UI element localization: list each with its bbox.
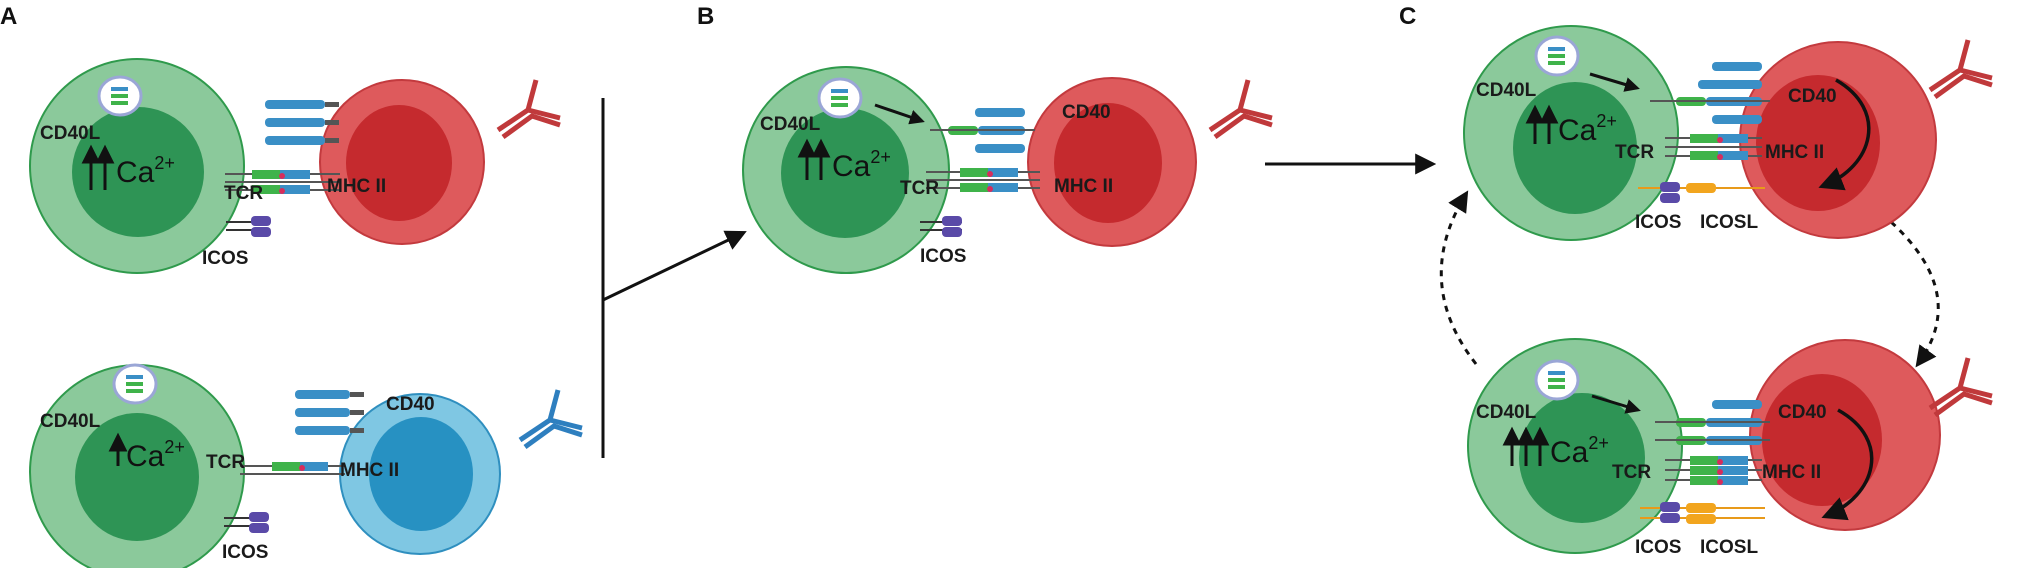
cd40l-label: CD40L: [40, 411, 101, 432]
dashed-cycle-arrow-left: [1439, 190, 1478, 365]
antibody-red-icon: [1208, 79, 1273, 140]
icos-label: ICOS: [1635, 537, 1681, 558]
panel-c-top-interaction: CD40L CD40 TCR MHC II ICOS ICOSL Ca2+: [1463, 25, 1993, 241]
cd40-label: CD40: [1788, 86, 1837, 107]
cd40l-vesicle-icon: [1534, 359, 1580, 401]
arrow-a-to-b: [602, 230, 747, 302]
panel-label-b: B: [697, 3, 714, 30]
b-cell-nucleus: [1762, 374, 1882, 506]
cd40l-label: CD40L: [1476, 80, 1537, 101]
mhc-label: MHC II: [327, 176, 386, 197]
cd40l-label: CD40L: [1476, 402, 1537, 423]
panel-label-c: C: [1399, 3, 1416, 30]
tcr-label: TCR: [206, 452, 245, 473]
b-cell-nucleus: [1756, 75, 1880, 211]
tcr-mhc-complex: [1665, 456, 1762, 485]
panel-a-bottom-interaction: CD40L TCR ICOS MHC II CD40 Ca2+: [29, 363, 583, 568]
cd40l-vesicle-icon: [1534, 35, 1580, 77]
mhc-label: MHC II: [1762, 462, 1821, 483]
t-cell-nucleus: [781, 108, 909, 238]
cd40-label: CD40: [386, 394, 435, 415]
cd40l-label: CD40L: [760, 114, 821, 135]
calcium-up-arrows-icon: [81, 144, 115, 190]
icosl-label: ICOSL: [1700, 212, 1758, 233]
tcr-mhc-complex: [225, 170, 340, 194]
calcium-up-arrows-icon: [1502, 426, 1550, 466]
cd40l-cd40-complex: [930, 108, 1035, 153]
b-cell-nucleus: [1054, 103, 1162, 223]
cd40l-receptors: [265, 100, 339, 145]
cd40-signal-curved-arrow: [1821, 408, 1874, 521]
mhc-label: MHC II: [340, 460, 399, 481]
calcium-label: Ca2+: [832, 147, 891, 183]
vesicle-transport-arrow: [874, 103, 925, 125]
cd40l-cd40-complex: [1650, 62, 1770, 124]
tcr-mhc-complex: [926, 168, 1040, 192]
mhc-label: MHC II: [1765, 142, 1824, 163]
icos-label: ICOS: [202, 248, 248, 269]
icos-icosl-complex: [1640, 502, 1765, 524]
calcium-up-arrows-icon: [797, 138, 831, 180]
icos-label: ICOS: [1635, 212, 1681, 233]
tcr-mhc-complex: [240, 462, 345, 475]
cd40l-vesicle-icon: [112, 363, 158, 405]
calcium-up-arrows-icon: [1525, 104, 1559, 144]
tcr-label: TCR: [224, 183, 263, 204]
icos-receptor: [226, 216, 271, 237]
vesicle-transport-arrow: [1589, 72, 1640, 92]
icos-icosl-complex: [1638, 182, 1765, 203]
antibody-red-icon: [1928, 357, 1993, 418]
tcr-label: TCR: [900, 178, 939, 199]
icos-receptor: [920, 216, 962, 237]
t-cell-nucleus: [75, 413, 199, 541]
panel-a-top-interaction: CD40L TCR ICOS MHC II Ca2+: [29, 58, 561, 274]
icos-receptor: [224, 512, 269, 533]
cd40l-vesicle-icon: [817, 77, 863, 119]
calcium-label: Ca2+: [116, 153, 175, 189]
tcr-label: TCR: [1615, 142, 1654, 163]
t-cell-nucleus: [1519, 393, 1645, 523]
dashed-cycle-arrow-right: [1881, 212, 1940, 368]
tcr-label: TCR: [1612, 462, 1651, 483]
antibody-red-icon: [1928, 39, 1993, 100]
cd40l-vesicle-icon: [97, 75, 143, 117]
cd40-label: CD40: [1062, 102, 1111, 123]
t-cell-nucleus: [72, 107, 204, 237]
cd40-receptors: [295, 390, 364, 435]
panel-label-a: A: [0, 3, 17, 30]
calcium-label: Ca2+: [1558, 111, 1617, 147]
panel-b-interaction: CD40L CD40 TCR MHC II ICOS Ca2+: [742, 66, 1273, 274]
icos-label: ICOS: [222, 542, 268, 563]
tcr-mhc-complex: [1665, 134, 1762, 160]
b-cell-nucleus: [346, 105, 452, 221]
icosl-label: ICOSL: [1700, 537, 1758, 558]
panel-c-bottom-interaction: CD40L CD40 TCR MHC II ICOS ICOSL Ca2+: [1467, 338, 1993, 558]
vesicle-transport-arrow: [1591, 394, 1641, 414]
icos-label: ICOS: [920, 246, 966, 267]
calcium-label: Ca2+: [1550, 433, 1609, 469]
cd40l-label: CD40L: [40, 123, 101, 144]
calcium-label: Ca2+: [126, 437, 185, 473]
cd40-label: CD40: [1778, 402, 1827, 423]
mhc-label: MHC II: [1054, 176, 1113, 197]
calcium-up-arrow-icon: [108, 432, 128, 466]
antibody-blue-icon: [518, 389, 583, 450]
b-cell-nucleus: [369, 417, 473, 531]
cd40-signal-curved-arrow: [1818, 78, 1871, 191]
antibody-red-icon: [496, 79, 561, 140]
cd40l-cd40-complex: [1655, 400, 1770, 445]
